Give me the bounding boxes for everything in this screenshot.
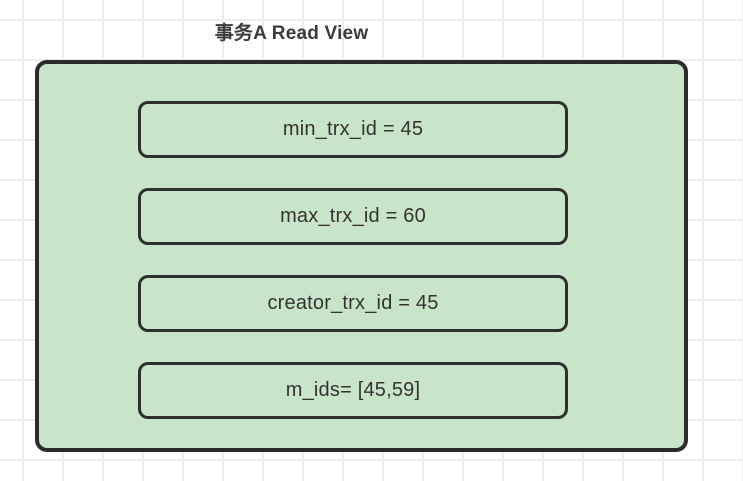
page-title: 事务A Read View	[214, 23, 369, 44]
field-label-min-trx-id: min_trx_id = 45	[282, 118, 424, 140]
field-label-m-ids: m_ids= [45,59]	[285, 379, 421, 401]
field-label-max-trx-id: max_trx_id = 60	[280, 205, 426, 227]
field-row-max-trx-id: max_trx_id = 60	[138, 188, 568, 245]
field-row-creator-trx-id: creator_trx_id = 45	[138, 275, 568, 332]
read-view-container: min_trx_id = 45 max_trx_id = 60 creator_…	[35, 60, 688, 452]
field-row-min-trx-id: min_trx_id = 45	[138, 101, 568, 158]
field-row-m-ids: m_ids= [45,59]	[138, 362, 568, 419]
read-view-field-list: min_trx_id = 45 max_trx_id = 60 creator_…	[138, 101, 568, 419]
field-label-creator-trx-id: creator_trx_id = 45	[267, 292, 439, 314]
